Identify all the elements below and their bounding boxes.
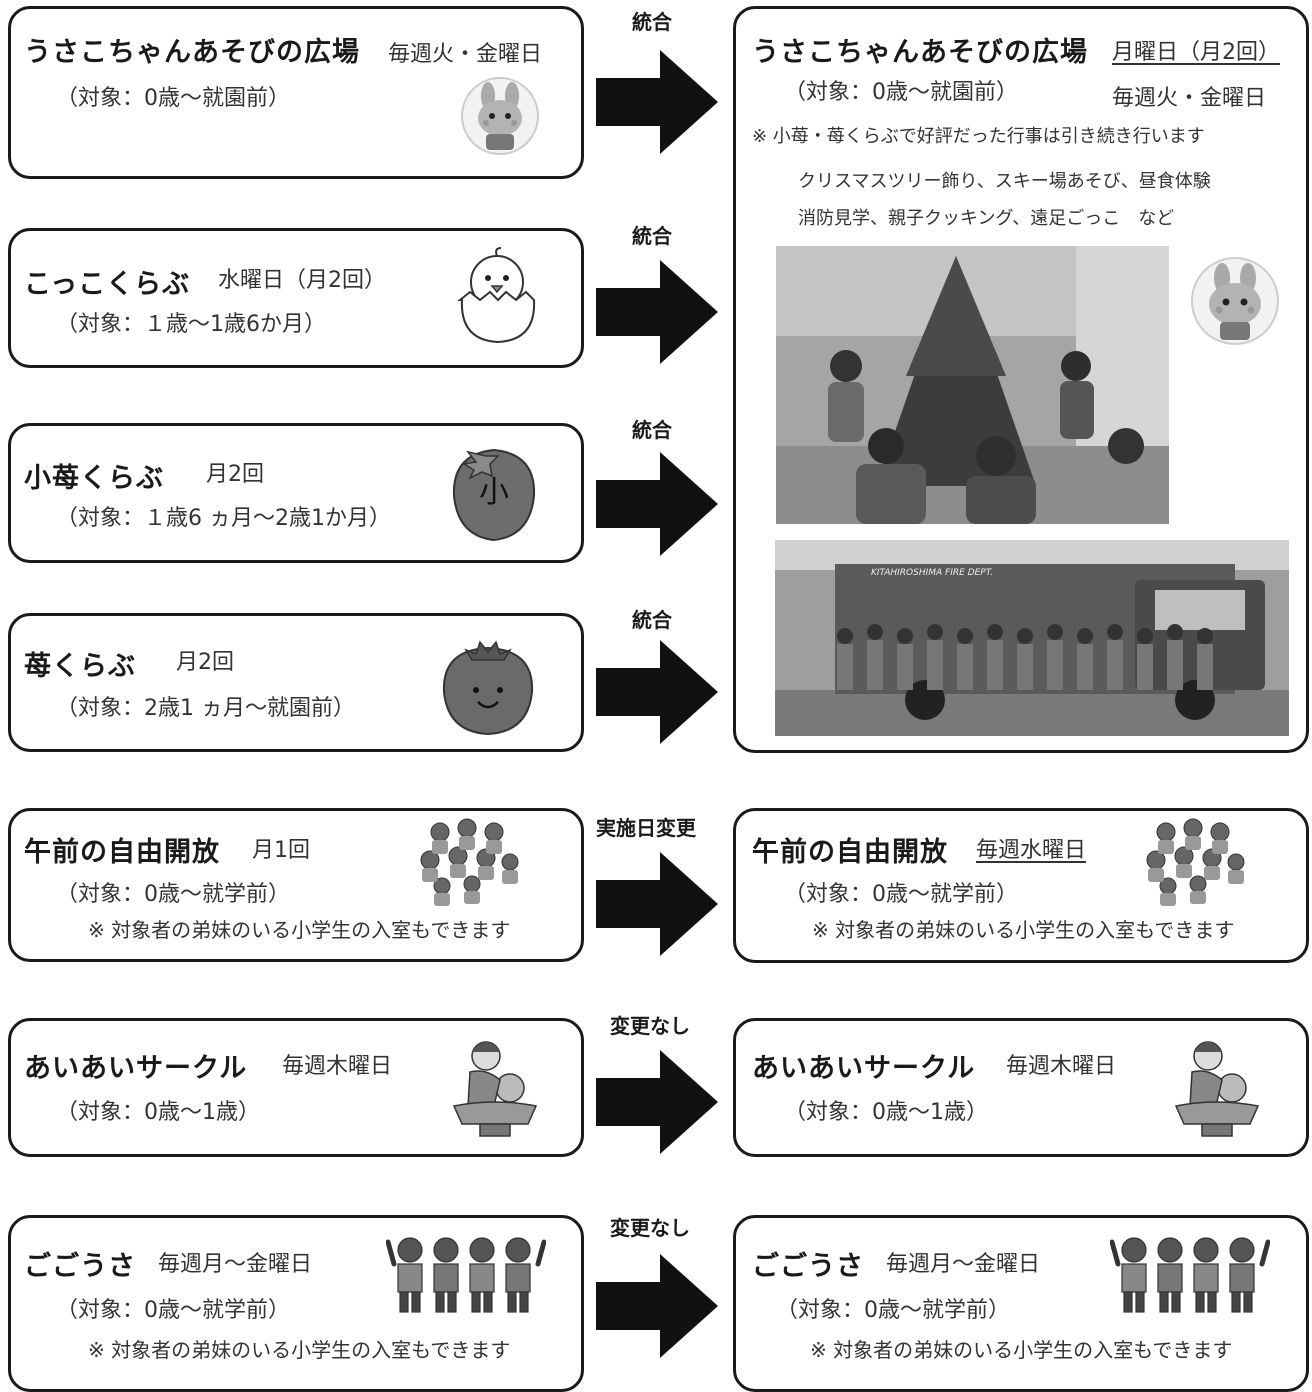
gozen-note: ※ 対象者の弟妹のいる小学生の入室もできます	[88, 918, 511, 942]
usako-merged-target: （対象：0歳～就園前）	[784, 80, 1018, 105]
right-arrow-icon	[596, 1254, 718, 1358]
right-arrow-icon	[596, 1050, 718, 1154]
fire-dept-text: KITAHIROSHIMA FIRE DEPT.	[871, 568, 994, 578]
gozen-new-title: 午前の自由開放	[752, 837, 948, 868]
gozen-new-note: ※ 対象者の弟妹のいる小学生の入室もできます	[812, 918, 1235, 942]
gogo-new-schedule: 毎週月～金曜日	[886, 1252, 1041, 1277]
gogo-schedule: 毎週月～金曜日	[158, 1252, 313, 1277]
ichigo-schedule: 月2回	[176, 650, 234, 675]
aiai-schedule: 毎週木曜日	[282, 1054, 393, 1079]
rabbit-icon	[460, 76, 540, 156]
cheering-kids-icon	[385, 1228, 547, 1318]
gozen-target: （対象：0歳～就学前）	[56, 882, 290, 907]
gogo-title: ごごうさ	[24, 1251, 136, 1282]
christmas-tree-photo	[776, 246, 1169, 524]
gozen-new-schedule: 毎週水曜日	[976, 838, 1087, 863]
gozen-new-target: （対象：0歳～就学前）	[784, 882, 1018, 907]
arrow-label-3: 統合	[632, 418, 672, 442]
svg-text:小: 小	[479, 475, 509, 510]
aiai-new-target: （対象：0歳～1歳）	[784, 1100, 988, 1125]
usako-target: （対象：0歳～就園前）	[56, 86, 290, 111]
right-arrow-icon	[596, 50, 718, 154]
gogo-new-title: ごごうさ	[752, 1251, 864, 1282]
aiai-new-schedule: 毎週木曜日	[1006, 1054, 1117, 1079]
arrow-label-1: 統合	[632, 10, 672, 34]
kids-group-icon	[1138, 816, 1248, 908]
fire-truck-photo: KITAHIROSHIMA FIRE DEPT.	[775, 540, 1289, 736]
kokko-schedule: 水曜日（月2回）	[218, 268, 386, 293]
kokko-title: こっこくらぶ	[24, 269, 191, 300]
rabbit-icon	[1190, 256, 1280, 346]
usako-schedule: 毎週火・金曜日	[388, 42, 543, 67]
gogo-note: ※ 対象者の弟妹のいる小学生の入室もできます	[88, 1338, 511, 1362]
cheering-kids-icon	[1109, 1228, 1271, 1318]
usako-merged-schedule: 毎週火・金曜日	[1112, 86, 1267, 111]
right-arrow-icon	[596, 452, 718, 556]
arrow-label-2: 統合	[632, 224, 672, 248]
aiai-title: あいあいサークル	[24, 1053, 248, 1084]
arrow-label-4: 統合	[632, 608, 672, 632]
gozen-title: 午前の自由開放	[24, 837, 220, 868]
arrow-label-5: 実施日変更	[596, 816, 696, 840]
usako-merged-events-2: 消防見学、親子クッキング、遠足ごっこ など	[798, 208, 1175, 229]
parent-child-icon	[1172, 1032, 1262, 1142]
aiai-new-title: あいあいサークル	[752, 1053, 976, 1084]
gogo-new-note: ※ 対象者の弟妹のいる小学生の入室もできます	[810, 1338, 1233, 1362]
ichigo-title: 苺くらぶ	[24, 651, 136, 682]
kokko-target: （対象：１歳～1歳6か月）	[56, 312, 326, 337]
aiai-target: （対象：0歳～1歳）	[56, 1100, 260, 1125]
koichigo-schedule: 月2回	[206, 462, 264, 487]
ichigo-target: （対象：2歳1 ヵ月～就園前）	[56, 696, 355, 721]
right-arrow-icon	[596, 852, 718, 956]
right-arrow-icon	[596, 260, 718, 364]
usako-merged-new-schedule: 月曜日（月2回）	[1112, 40, 1280, 65]
usako-title: うさこちゃんあそびの広場	[24, 37, 360, 68]
usako-merged-title: うさこちゃんあそびの広場	[752, 37, 1088, 68]
arrow-label-7: 変更なし	[610, 1216, 690, 1240]
koichigo-target: （対象：１歳6 ヵ月～2歳1か月）	[56, 506, 391, 531]
gogo-new-target: （対象：0歳～就学前）	[776, 1298, 1010, 1323]
kids-group-icon	[412, 816, 522, 908]
small-strawberry-icon: 小	[448, 438, 540, 542]
usako-merged-events-1: クリスマスツリー飾り、スキー場あそび、昼食体験	[798, 171, 1211, 192]
koichigo-title: 小苺くらぶ	[24, 463, 164, 494]
strawberry-icon	[440, 630, 536, 736]
gozen-schedule: 月1回	[252, 838, 310, 863]
gogo-target: （対象：0歳～就学前）	[56, 1298, 290, 1323]
right-arrow-icon	[596, 640, 718, 744]
chick-icon	[452, 246, 542, 350]
usako-merged-note: ※ 小苺・苺くらぶで好評だった行事は引き続き行います	[752, 126, 1205, 147]
arrow-label-6: 変更なし	[610, 1014, 690, 1038]
parent-child-icon	[450, 1032, 540, 1142]
